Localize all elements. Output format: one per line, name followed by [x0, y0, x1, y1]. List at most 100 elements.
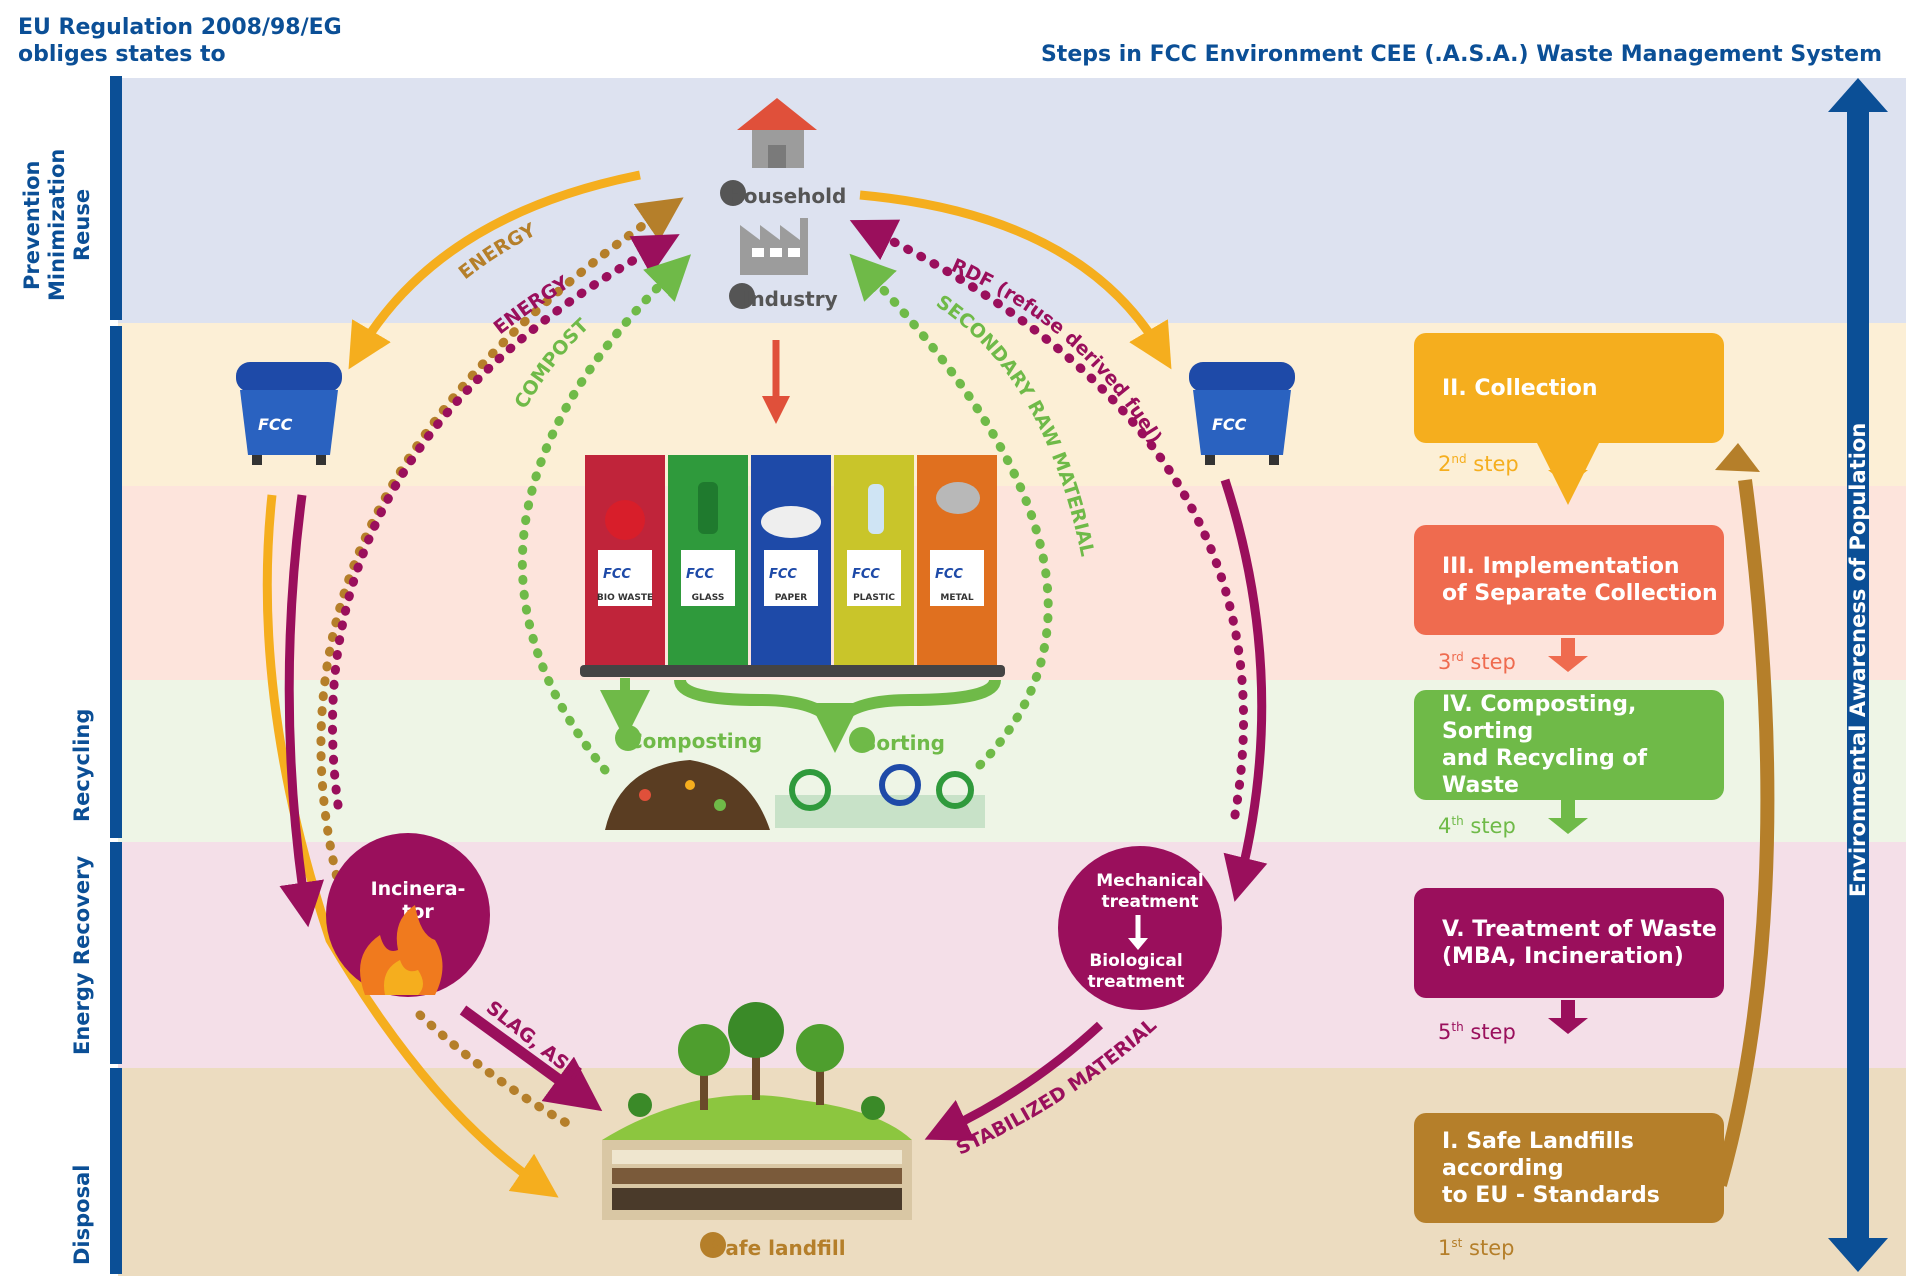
step-treatment-box: V. Treatment of Waste (MBA, Incineration…: [1414, 888, 1724, 998]
arrow-stabilized-material: [924, 1021, 1104, 1141]
step-collection-sup: nd: [1451, 452, 1467, 466]
step-landfill-label: 1st step: [1438, 1236, 1514, 1260]
label-bio-2: treatment: [1087, 972, 1184, 992]
step-separate-word: step: [1470, 650, 1516, 674]
label-bio-1: Biological: [1089, 951, 1182, 971]
step-landfill-box: I. Safe Landfills according to EU - Stan…: [1414, 1113, 1724, 1223]
arrow-right-to-mbt: [1220, 478, 1268, 902]
step-treatment-sup: th: [1451, 1020, 1464, 1034]
header-regulation-line2: obliges states to: [18, 42, 226, 67]
label-household: Household: [727, 184, 846, 208]
step-collection-box: II. Collection: [1414, 333, 1724, 443]
landfill-bullet: [700, 1232, 726, 1258]
step-separate-sup: rd: [1451, 650, 1464, 664]
step-landfill-word: step: [1469, 1236, 1515, 1260]
step-treatment-word: step: [1470, 1020, 1516, 1044]
arrow-landfill-to-collection: [1713, 479, 1775, 1187]
industry-bullet: [729, 283, 755, 309]
separate-bins: FCC FCC FCC FCC FCC BIO WASTE GLASS PAPE…: [580, 455, 1005, 677]
step-landfill-num: 1: [1438, 1236, 1452, 1260]
step-treatment-num: 5: [1438, 1020, 1452, 1044]
step-treatment-line2: (MBA, Incineration): [1442, 944, 1684, 969]
label-sorting: Sorting: [862, 731, 945, 755]
header-system-title: Steps in FCC Environment CEE (.A.S.A.) W…: [1040, 42, 1882, 67]
label-mech-1: Mechanical: [1096, 871, 1203, 891]
apple-icon: [605, 500, 645, 540]
bin-logo-1: FCC: [603, 567, 631, 582]
label-energy-1-path: ENERGY: [455, 219, 540, 284]
label-awareness: Environmental Awareness of Population: [1846, 422, 1870, 898]
step-treatment-line1: V. Treatment of Waste: [1442, 917, 1717, 942]
arrow-left-to-incinerator: [279, 494, 325, 928]
arrow-left-to-landfill: [262, 494, 559, 1198]
header-regulation-line1: EU Regulation 2008/98/EG: [18, 15, 342, 40]
container-right-logo: FCC: [1212, 415, 1247, 434]
arrow-waste-to-collection-left: [348, 170, 641, 370]
container-left-logo: FCC: [258, 415, 293, 434]
step-landfill-line1: I. Safe Landfills according: [1442, 1128, 1634, 1181]
step-separate-line1: III. Implementation: [1442, 554, 1680, 579]
label-incinerator-1: Incinera-: [371, 878, 466, 900]
compost-heap-icon: [605, 760, 770, 830]
step-landfill-line2: to EU - Standards: [1442, 1182, 1660, 1208]
factory-icon: [740, 218, 808, 275]
collection-container-left: FCC: [236, 362, 342, 465]
safe-landfill-icon: [602, 1002, 912, 1220]
label-composting: Composting: [628, 729, 762, 753]
arrow-incinerator-to-landfill-dotted: [415, 1010, 575, 1130]
step-collection-label: 2nd step: [1438, 452, 1519, 476]
bin-label-metal: METAL: [940, 593, 974, 603]
bin-label-paper: PAPER: [775, 593, 807, 603]
arrow-compost: [517, 254, 692, 775]
bar-energy: [110, 842, 122, 1064]
bar-disposal: [110, 1068, 122, 1274]
bin-logo-3: FCC: [769, 567, 797, 582]
household-icon: [737, 98, 817, 168]
label-compost: COMPOST: [510, 314, 593, 412]
label-stabilized: STABILIZED MATERIAL: [953, 1014, 1161, 1159]
bin-label-plastic: PLASTIC: [853, 593, 895, 603]
step-separate-num: 3: [1438, 650, 1452, 674]
bin-label-glass: GLASS: [692, 593, 725, 603]
step-composting-line1: IV. Composting, Sorting: [1442, 692, 1637, 744]
header-regulation: EU Regulation 2008/98/EG obliges states …: [18, 14, 342, 68]
sorting-bullet: [849, 727, 875, 753]
household-bullet: [720, 180, 746, 206]
bin-logo-4: FCC: [852, 567, 880, 582]
paper-crumple-icon: [761, 506, 821, 538]
step-landfill-sup: st: [1451, 1236, 1463, 1250]
step-treatment-label: 5th step: [1438, 1020, 1516, 1044]
bar-recycling: [110, 326, 122, 838]
label-mech-2: treatment: [1101, 892, 1198, 912]
arrow-slag-ash: [459, 1005, 603, 1112]
step-composting-line2: and Recycling of Waste: [1442, 746, 1648, 798]
label-compost-path: COMPOST: [510, 314, 593, 412]
collection-container-right: FCC: [1189, 362, 1295, 465]
composting-bullet: [615, 725, 641, 751]
step-collection-num: 2: [1438, 452, 1452, 476]
can-icon: [936, 482, 980, 514]
bin-label-bio-waste: BIO WASTE: [597, 593, 653, 603]
step-separate-line2: of Separate Collection: [1442, 581, 1718, 606]
arrow-rdf: [849, 219, 1249, 820]
step-separate-box: III. Implementation of Separate Collecti…: [1414, 525, 1724, 635]
sorting-line-icon: [775, 795, 985, 828]
arrow-waste-to-collection-right: [859, 190, 1172, 370]
step-composting-label: 4th step: [1438, 814, 1516, 838]
bottle-icon: [698, 482, 718, 534]
flame-icon: [360, 905, 443, 995]
bin-logo-2: FCC: [686, 567, 714, 582]
bar-prevention: [110, 76, 122, 320]
label-safe-landfill: Safe landfill: [711, 1236, 846, 1260]
bin-logo-5: FCC: [935, 567, 963, 582]
step-collection-word: step: [1473, 452, 1519, 476]
step-composting-box: IV. Composting, Sorting and Recycling of…: [1414, 690, 1724, 800]
step-composting-sup: th: [1451, 814, 1464, 828]
plastic-bottle-icon: [868, 484, 884, 534]
step-composting-word: step: [1470, 814, 1516, 838]
step-separate-label: 3rd step: [1438, 650, 1516, 674]
step-composting-num: 4: [1438, 814, 1452, 838]
label-energy-1: ENERGY: [455, 219, 540, 284]
arrow-energy-magenta: [328, 234, 680, 810]
